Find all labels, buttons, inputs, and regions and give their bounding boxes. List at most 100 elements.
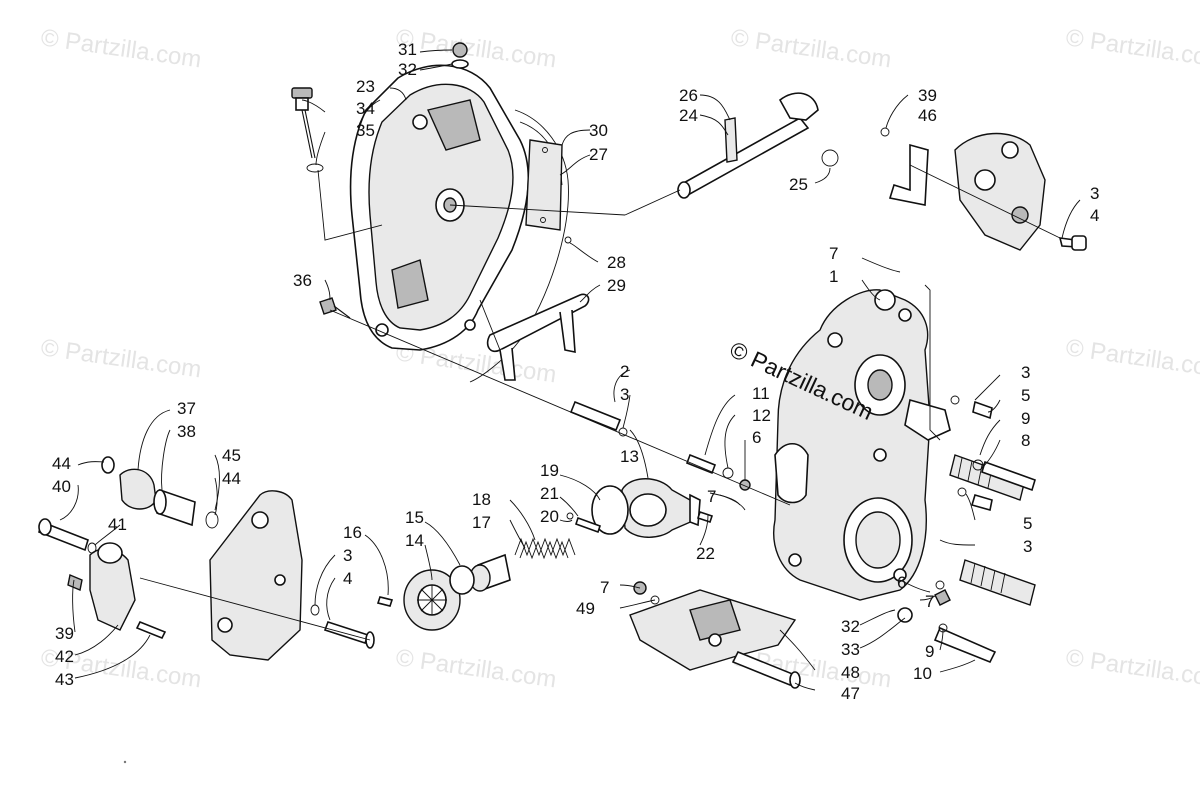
spring-17 [514,537,576,560]
watermark-tile: © Partzilla.com [1064,334,1200,383]
callout-44-left: 44 [52,454,71,473]
pin-20 [566,512,602,534]
callout-3-r2: 3 [1023,537,1032,556]
callout-28: 28 [607,253,626,272]
callout-44-right: 44 [222,469,241,488]
end-cover-14 [403,565,475,631]
callout-4-top: 4 [1090,206,1099,225]
callout-35: 35 [356,121,375,140]
inspection-plate [525,139,563,231]
watermark-tile: © Partzilla.com [1064,24,1200,73]
tensioner-bracket [486,236,590,381]
callout-29: 29 [607,276,626,295]
callout-47: 47 [841,684,860,703]
callout-30: 30 [589,121,608,140]
callout-25: 25 [789,175,808,194]
shift-shaft [677,92,839,199]
callout-27: 27 [589,145,608,164]
callout-7-right: 7 [925,592,934,611]
gear-case-housing [773,289,931,601]
callout-13: 13 [620,447,639,466]
screw-16 [376,596,394,607]
callout-45: 45 [222,446,241,465]
callout-3-top: 3 [1090,184,1099,203]
oil-cap [451,42,469,69]
housing-13 [621,478,714,538]
callout-22: 22 [696,544,715,563]
callout-4-low: 4 [343,569,352,588]
pivot-assembly [38,518,167,640]
callout-20: 20 [540,507,559,526]
callout-14: 14 [405,531,424,550]
callout-2: 2 [620,362,629,381]
callout-6-low: 6 [897,573,906,592]
case-bolts-right [897,395,1036,664]
callout-7-low: 7 [600,578,609,597]
callout-7-mid: 7 [707,487,716,506]
stray-dot [123,760,127,764]
callout-31: 31 [398,40,417,59]
callout-3-low: 3 [343,546,352,565]
callout-39-low: 39 [55,624,74,643]
callout-36: 36 [293,271,312,290]
callout-18: 18 [472,490,491,509]
plunger-15 [469,553,511,592]
callout-38: 38 [177,422,196,441]
callout-34: 34 [356,99,375,118]
callout-9-r1: 9 [1021,409,1030,428]
callout-33: 33 [841,640,860,659]
callout-15: 15 [405,508,424,527]
bushing-37 [101,456,157,510]
callout-40: 40 [52,477,71,496]
watermark-tile: © Partzilla.com [1064,644,1200,693]
dipstick [291,87,324,173]
chain-guide-48 [629,581,801,689]
callout-42: 42 [55,647,74,666]
callout-21: 21 [540,484,559,503]
callout-19: 19 [540,461,559,480]
callout-43: 43 [55,670,74,689]
chain-case-cover [349,64,530,351]
callout-3-r1: 3 [1021,363,1030,382]
callout-3-mid: 3 [620,385,629,404]
callout-10: 10 [913,664,932,683]
callout-32: 32 [398,60,417,79]
callouts: 31 32 23 34 35 30 27 26 24 25 39 46 3 4 … [52,40,1099,703]
callout-12: 12 [752,406,771,425]
callout-17: 17 [472,513,491,532]
watermark-tile: © Partzilla.com [39,334,203,383]
output-shaft-lower [959,559,1036,606]
callout-9-low: 9 [925,642,934,661]
callout-49: 49 [576,599,595,618]
callout-1: 1 [829,267,838,286]
watermark-tile: © Partzilla.com [729,24,893,73]
callout-11: 11 [752,384,770,403]
callout-41: 41 [108,515,127,534]
callout-48: 48 [841,663,860,682]
callout-5-r2: 5 [1023,514,1032,533]
bolt-36 [319,297,351,319]
callout-5-r1: 5 [1021,386,1030,405]
shift-bracket [880,127,1087,251]
bushing-38 [153,488,219,529]
callout-39-top: 39 [918,86,937,105]
callout-6-mid: 6 [752,428,761,447]
callout-16: 16 [343,523,362,542]
leader-lines [59,49,1081,691]
callout-37: 37 [177,399,196,418]
watermark-tile: © Partzilla.com [394,644,558,693]
callout-24: 24 [679,106,698,125]
watermark-tile: © Partzilla.com [394,24,558,73]
callout-7-top: 7 [829,244,838,263]
callout-46: 46 [918,106,937,125]
watermark-tile: © Partzilla.com [39,24,203,73]
bolts-2-11 [569,400,751,491]
side-cover-plate [209,490,303,661]
callout-8: 8 [1021,431,1030,450]
callout-32-low: 32 [841,617,860,636]
callout-23: 23 [356,77,375,96]
callout-26: 26 [679,86,698,105]
shift-lever-arm [904,398,951,441]
gasket-19 [591,485,629,535]
